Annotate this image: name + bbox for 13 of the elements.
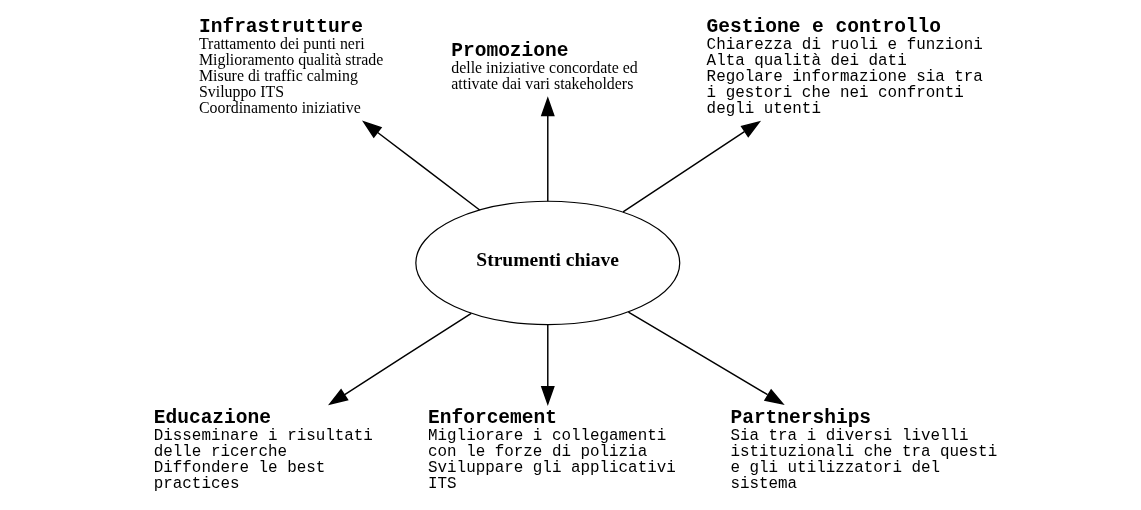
arrow	[540, 96, 555, 202]
node-text: Gestione e controllo Chiarezza di ruoli e funzioni Alta qualità dei dati Regolare informazione sia tra i gestori che nei confronti degli utenti	[706, 16, 983, 118]
arrow	[327, 312, 472, 406]
node-text: Promozione delle iniziative concordate ed attivate dai vari stakeholders	[450, 40, 638, 92]
node-text: Infrastrutture Trattamento dei punti neri Miglioramento qualità strade Misure di traffic calming Sviluppo ITS Coordinamento iniziative	[198, 16, 383, 116]
node-ellipse: Strumenti chiave	[414, 200, 680, 326]
node-text: Enforcement Migliorare i collegamenti con le forze di polizia Sviluppare gli applicativi ITS	[427, 407, 676, 493]
node-text: Educazione Disseminare i risultati delle ricerche Diffondere le best practices	[153, 407, 373, 493]
arrow	[627, 311, 785, 405]
node-text: Partnerships Sia tra i diversi livelli istituzionali che tra questi e gli utilizzatori del sistema	[729, 407, 997, 493]
arrow	[361, 120, 480, 211]
arrow	[540, 324, 555, 406]
arrow	[621, 120, 761, 213]
